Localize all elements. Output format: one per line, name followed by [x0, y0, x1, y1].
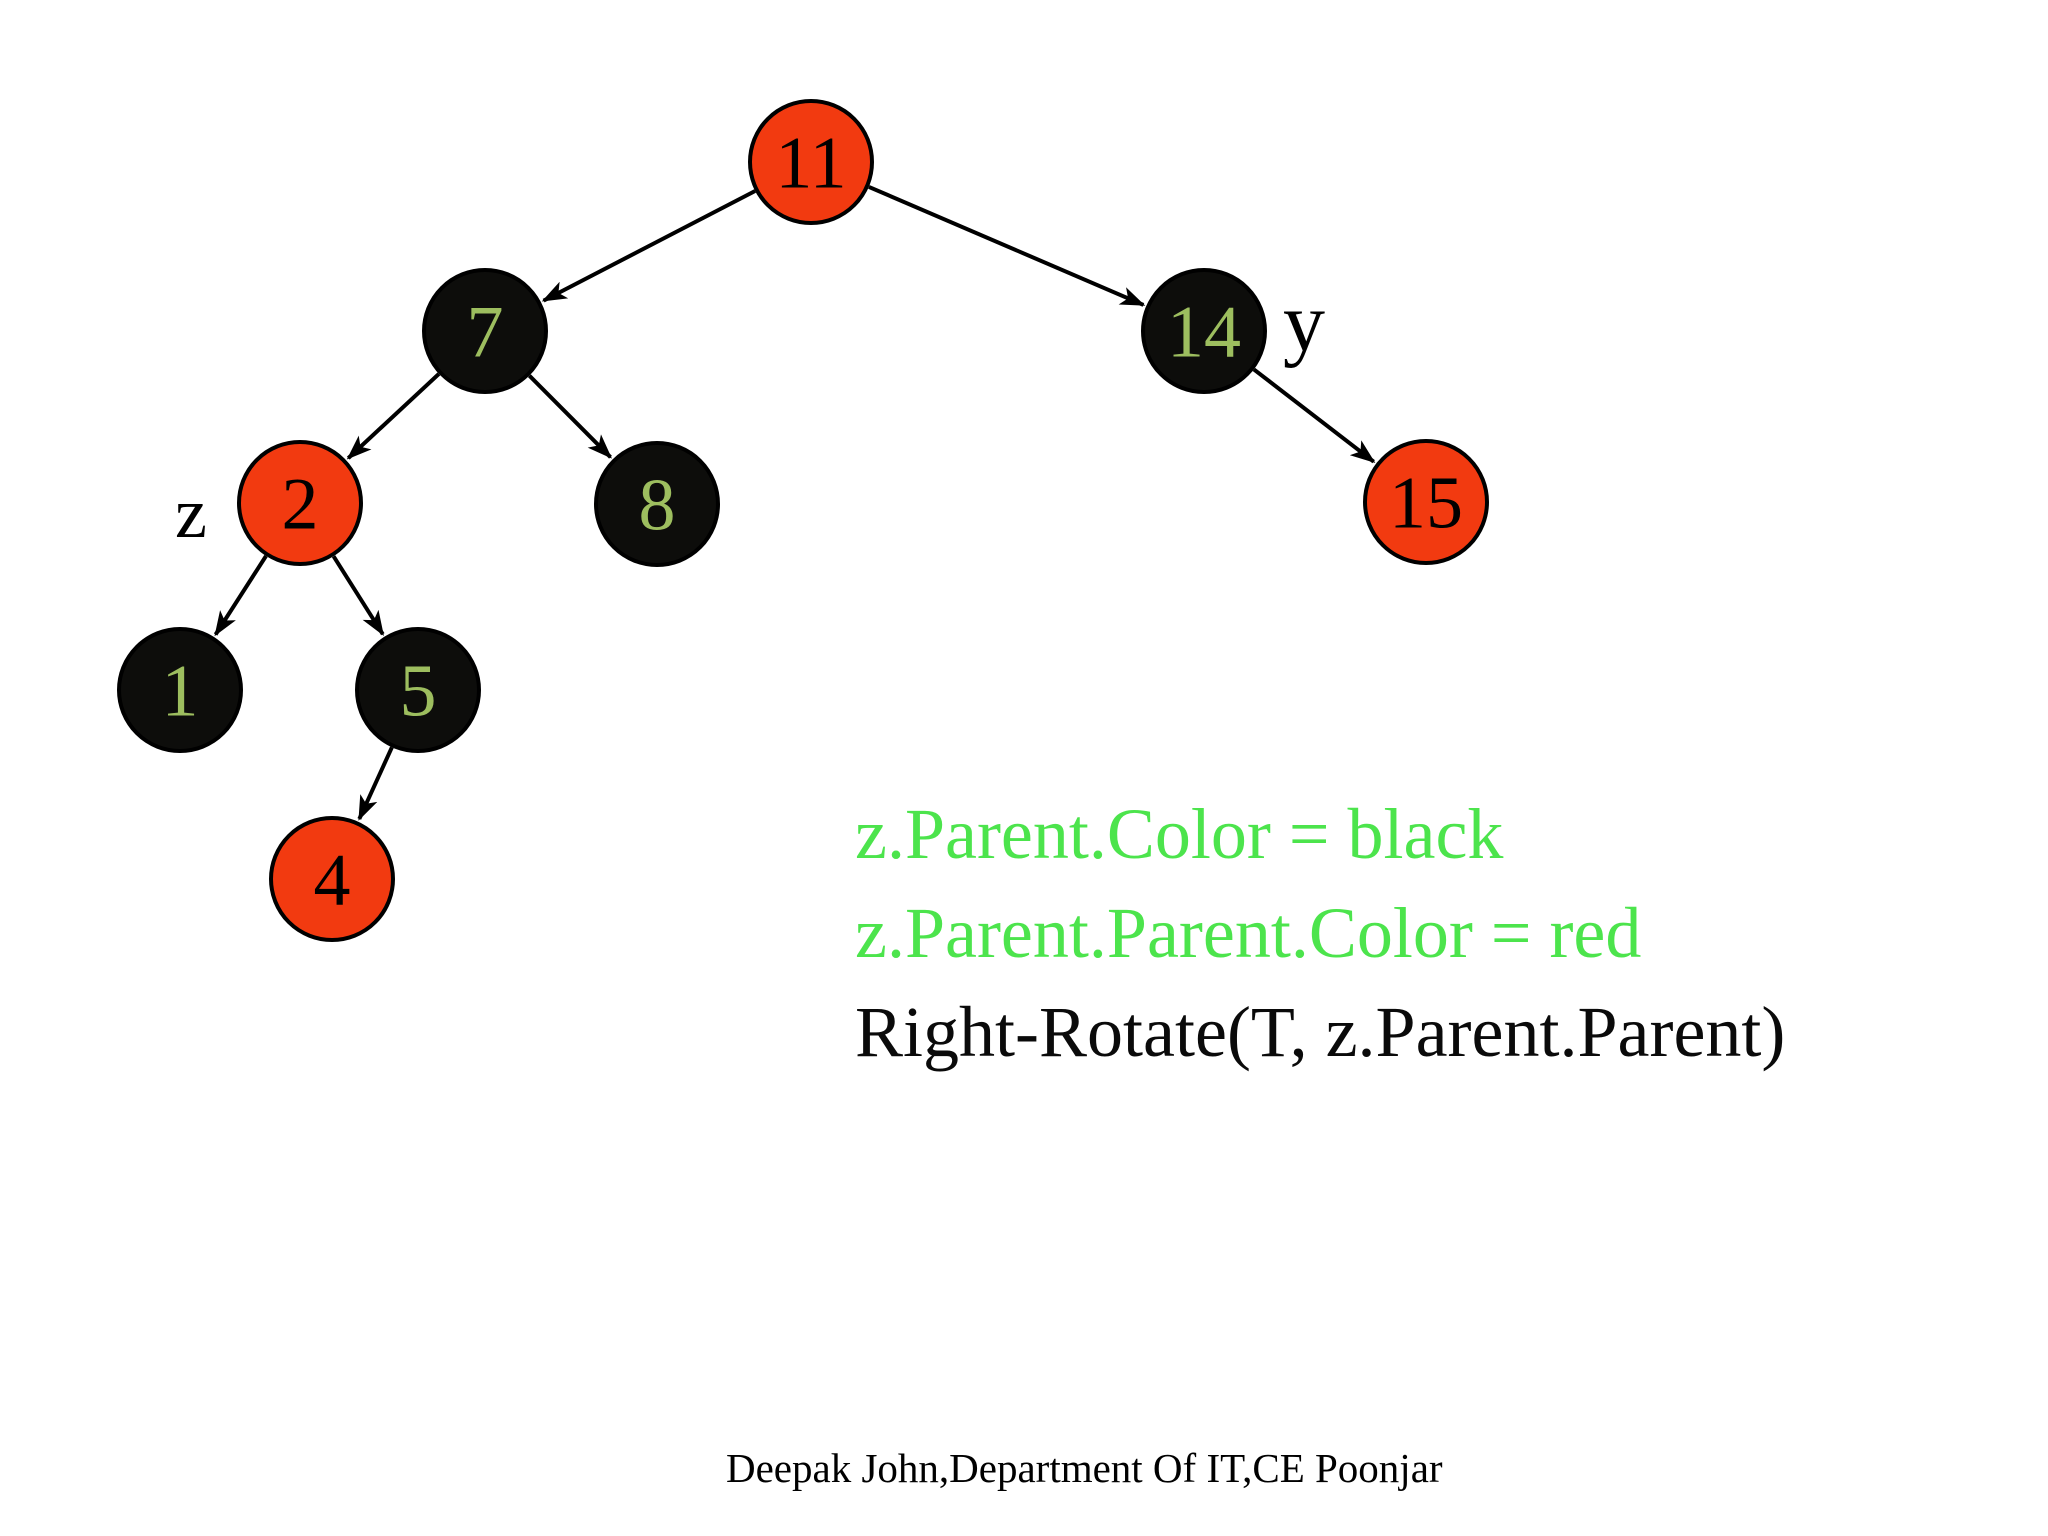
code-line-3: Right-Rotate(T, z.Parent.Parent) — [855, 992, 1786, 1072]
node-circle-8 — [594, 441, 720, 567]
tree-node-2: 2 — [237, 440, 363, 566]
node-key-8: 8 — [639, 465, 676, 547]
edge-2-to-1 — [213, 554, 268, 637]
node-key-2: 2 — [282, 464, 319, 546]
edge-2-to-5 — [331, 555, 385, 636]
tree-node-5: 5 — [355, 627, 481, 753]
node-circle-2 — [237, 440, 363, 566]
edge-7-to-8 — [527, 374, 612, 459]
node-circle-11 — [748, 99, 874, 225]
node-circle-1 — [117, 627, 243, 753]
tree-node-15: 15 — [1363, 439, 1489, 565]
pointer-labels: zy — [175, 276, 1325, 553]
node-key-7: 7 — [467, 292, 504, 374]
tree-edges — [213, 185, 1376, 821]
edge-7-to-2 — [346, 372, 441, 460]
node-circle-14 — [1141, 268, 1267, 394]
node-circle-7 — [422, 268, 548, 394]
tree-node-14: 14 — [1141, 268, 1267, 394]
pseudocode-block: z.Parent.Color = black z.Parent.Parent.Co… — [855, 785, 1785, 1082]
pointer-label-y: y — [1283, 276, 1325, 369]
node-key-1: 1 — [162, 651, 199, 733]
code-line-1: z.Parent.Color = black — [855, 794, 1504, 874]
node-circle-4 — [269, 816, 395, 942]
edge-11-to-7 — [541, 189, 757, 303]
tree-node-7: 7 — [422, 268, 548, 394]
tree-node-4: 4 — [269, 816, 395, 942]
tree-node-8: 8 — [594, 441, 720, 567]
node-key-5: 5 — [400, 651, 437, 733]
tree-node-11: 11 — [748, 99, 874, 225]
node-key-14: 14 — [1167, 292, 1241, 374]
edge-11-to-14 — [868, 185, 1146, 307]
node-key-15: 15 — [1389, 463, 1463, 545]
tree-node-1: 1 — [117, 627, 243, 753]
node-key-11: 11 — [775, 123, 846, 205]
node-key-4: 4 — [314, 840, 351, 922]
pointer-label-z: z — [175, 473, 207, 553]
code-line-2: z.Parent.Parent.Color = red — [855, 893, 1642, 973]
edge-5-to-4 — [357, 746, 394, 821]
node-circle-5 — [355, 627, 481, 753]
footer-credit: Deepak John,Department Of IT,CE Poonjar — [726, 1445, 1443, 1491]
node-circle-15 — [1363, 439, 1489, 565]
edge-14-to-15 — [1252, 367, 1376, 464]
